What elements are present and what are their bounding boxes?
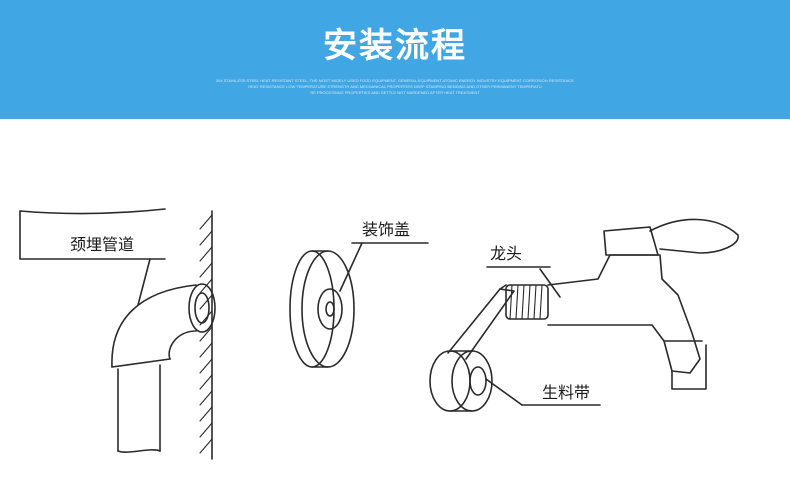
subtitle-line: HEAT RESISTANCE LOW TEMPERATURE STRENGTH… (248, 84, 542, 89)
thread-lines (509, 284, 543, 320)
label-faucet: 龙头 (490, 244, 523, 263)
decorative-cover-illustration (289, 242, 429, 368)
label-sealing-tape: 生料带 (542, 383, 591, 402)
banner-subtitle: 304 STAINLESS STEEL HEAT RESISTANT STEEL… (180, 78, 610, 96)
embedded-pipe-illustration (19, 208, 216, 460)
faucet-illustration (486, 218, 739, 390)
label-decorative-cover: 装饰盖 (362, 220, 411, 239)
header-banner: 安装流程 304 STAINLESS STEEL HEAT RESISTANT … (0, 0, 790, 119)
sealing-tape-illustration (429, 284, 601, 412)
subtitle-line: RE PROCESSING PROPERTIES AND SETTLE NOT … (310, 90, 480, 95)
label-embedded-pipe: 颈埋管道 (70, 235, 135, 254)
wall-hatching (199, 214, 213, 454)
subtitle-line: 304 STAINLESS STEEL HEAT RESISTANT STEEL… (215, 78, 575, 83)
installation-diagram (19, 208, 739, 460)
page-title: 安装流程 (323, 26, 467, 66)
